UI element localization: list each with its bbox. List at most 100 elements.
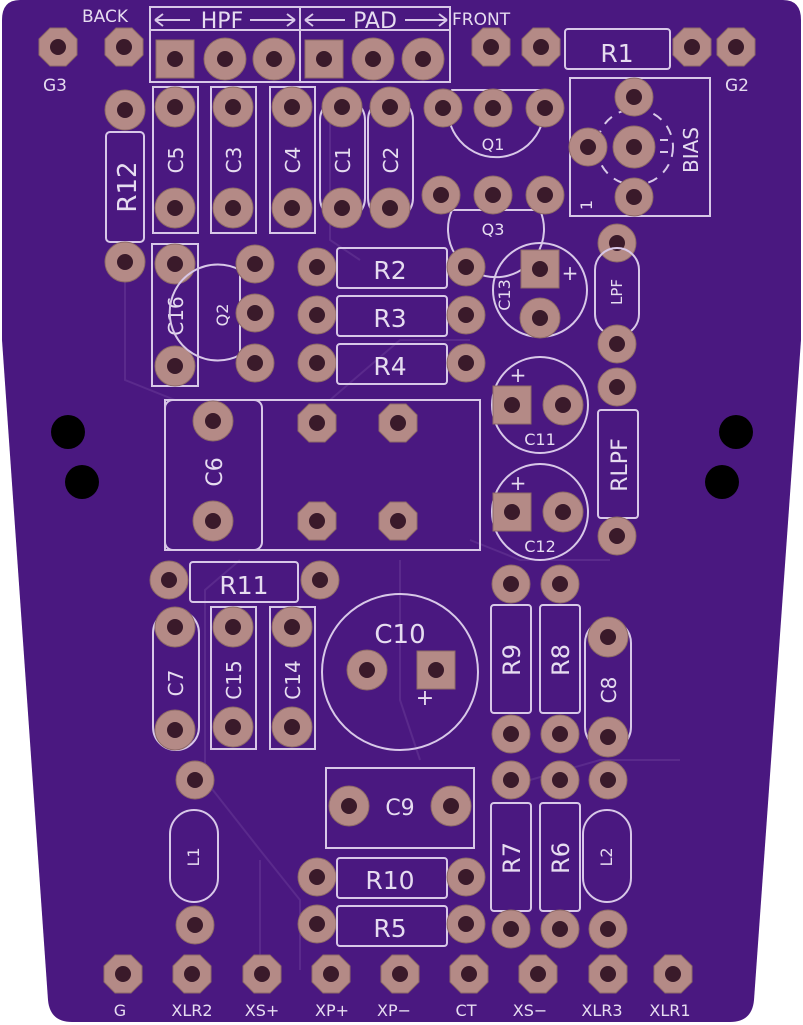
q3-label: Q3 — [482, 220, 505, 239]
back-label: BACK — [82, 7, 129, 27]
c5-label: C5 — [164, 147, 188, 174]
r7-label: R7 — [498, 842, 526, 874]
c12-label: C12 — [524, 537, 556, 556]
q2-transistor: Q2 — [168, 244, 275, 383]
mount-hole-right-top — [719, 415, 753, 449]
c10-plus: + — [416, 686, 434, 711]
c5-capacitor: C5 — [152, 86, 199, 234]
bias-label: BIAS — [679, 127, 703, 173]
c2-label: C2 — [379, 147, 403, 174]
c4-label: C4 — [281, 147, 305, 174]
c11-plus: + — [510, 363, 527, 387]
r3-label: R3 — [373, 304, 406, 333]
q3-transistor: Q3 — [421, 175, 565, 279]
rlpf-resistor: RLPF — [597, 367, 639, 556]
bottom-pin: CT — [449, 954, 489, 1020]
bottom-pin-label: XLR2 — [171, 1001, 212, 1020]
c10-capacitor: C10 + — [321, 593, 479, 751]
r1-resistor: R1 G2 — [471, 27, 756, 96]
c7-capacitor: C7 — [152, 606, 200, 751]
c10-label: C10 — [374, 620, 425, 650]
bottom-pin-label: XP− — [377, 1001, 411, 1020]
bottom-pin: XP− — [377, 954, 420, 1020]
c11-capacitor: + C11 — [491, 356, 589, 454]
r6-resistor: R6 — [539, 760, 581, 949]
lpf-label: LPF — [608, 279, 626, 305]
l2-label: L2 — [597, 847, 616, 866]
bottom-pin-label: XLR3 — [581, 1001, 622, 1020]
c6-capacitor: C6 — [164, 399, 481, 551]
bottom-pin-label: CT — [456, 1001, 477, 1020]
bottom-pin-label: XP+ — [315, 1001, 349, 1020]
q1-label: Q1 — [482, 135, 505, 154]
c13-capacitor: + C13 — [492, 242, 588, 339]
r12-label: R12 — [113, 161, 143, 212]
r8-label: R8 — [547, 644, 575, 676]
c8-capacitor: C8 — [584, 616, 632, 758]
q1-transistor: Q1 — [423, 88, 565, 159]
r9-label: R9 — [498, 644, 526, 676]
c3-capacitor: C3 — [210, 86, 257, 234]
bottom-pin: XP+ — [311, 954, 351, 1020]
c16-capacitor: C16 — [151, 243, 199, 387]
r4-label: R4 — [373, 352, 406, 381]
bottom-pin: XLR2 — [171, 954, 213, 1020]
l2-inductor: L2 — [582, 760, 632, 949]
c4-capacitor: C4 — [269, 86, 316, 234]
l1-label: L1 — [184, 847, 203, 866]
r5-label: R5 — [373, 914, 406, 943]
r6-label: R6 — [547, 842, 575, 874]
g3-label: G3 — [43, 76, 67, 96]
c16-label: C16 — [164, 296, 188, 335]
bottom-pin: G — [103, 954, 143, 1020]
r10-label: R10 — [365, 866, 414, 895]
rlpf-label: RLPF — [608, 438, 633, 491]
bottom-pin-label: XS+ — [245, 1001, 280, 1020]
bottom-pin: XS+ — [242, 954, 282, 1020]
r8-resistor: R8 — [539, 564, 581, 754]
bias-pin-label: 1 — [577, 200, 596, 210]
c1-capacitor: C1 — [319, 86, 366, 229]
bottom-pin: XS− — [513, 954, 558, 1020]
c15-capacitor: C15 — [210, 606, 257, 750]
bias-trimpot: BIAS 1 — [568, 77, 711, 217]
r7-resistor: R7 — [490, 760, 532, 949]
r1-label: R1 — [600, 39, 633, 68]
c13-plus: + — [562, 261, 579, 285]
front-label: FRONT — [452, 10, 511, 30]
c12-plus: + — [510, 471, 527, 495]
c8-label: C8 — [597, 677, 621, 704]
r2-label: R2 — [373, 256, 406, 285]
l1-inductor: L1 — [169, 760, 219, 945]
mount-hole-left-bottom — [65, 465, 99, 499]
bottom-pin-label: XLR1 — [649, 1001, 690, 1020]
r11-resistor: R11 — [149, 560, 340, 603]
lpf-resistor: LPF — [594, 223, 640, 364]
bottom-connector-row: G XLR2 XS+ XP+ XP− CT XS− XLR3 — [103, 954, 693, 1020]
c2-capacitor: C2 — [367, 86, 414, 229]
r12-resistor: R12 — [104, 89, 146, 283]
c6-label: C6 — [203, 457, 228, 486]
r3-resistor: R3 — [297, 295, 486, 337]
mount-hole-right-bottom — [705, 465, 739, 499]
r10-resistor: R10 — [297, 857, 486, 899]
pad-label: PAD — [353, 9, 397, 34]
pad-switch: PAD — [299, 6, 451, 83]
bottom-pin: XLR1 — [649, 954, 693, 1020]
c11-label: C11 — [524, 430, 556, 449]
c12-capacitor: + C12 — [491, 463, 589, 561]
c13-label: C13 — [495, 279, 514, 311]
r2-resistor: R2 — [297, 247, 486, 289]
c9-label: C9 — [385, 796, 414, 821]
bottom-pin-label: XS− — [513, 1001, 548, 1020]
mount-hole-left-top — [51, 415, 85, 449]
c14-label: C14 — [281, 660, 305, 699]
hpf-label: HPF — [201, 9, 243, 34]
q2-label: Q2 — [213, 304, 232, 327]
c1-label: C1 — [331, 147, 355, 174]
c7-label: C7 — [164, 670, 188, 697]
pad-g3: G3 — [38, 27, 144, 96]
r9-resistor: R9 — [490, 564, 532, 754]
g2-label: G2 — [725, 76, 749, 96]
